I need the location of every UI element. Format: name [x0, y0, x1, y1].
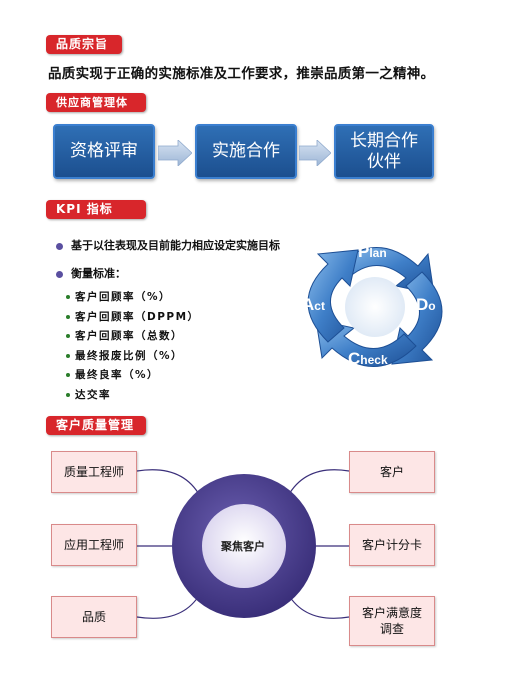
- plan-arrow: [333, 247, 435, 295]
- kpi-item-text: 最终报废比例（%）: [75, 349, 184, 362]
- flow-step-cooperation: 实施合作: [195, 124, 297, 179]
- quality-box: 品质: [51, 596, 137, 638]
- bullet-dot-icon: [66, 353, 70, 358]
- quality-statement: 品质实现于正确的实施标准及工作要求，推崇品质第一之精神。: [48, 66, 435, 82]
- list-item: 客户回顾率（DPPM）: [66, 309, 200, 329]
- bullet-dot-icon: [66, 295, 70, 299]
- kpi-item-text: 客户回顾率（%）: [75, 291, 172, 303]
- bullet-dot-icon: [66, 392, 70, 397]
- svg-text:Check: Check: [348, 349, 388, 368]
- bullet-dot-icon: [66, 314, 70, 319]
- box-label: 客户满意度: [361, 606, 422, 620]
- svg-text:Do: Do: [416, 295, 436, 314]
- bullet-dot-icon: [56, 242, 63, 250]
- customer-quality-tag: 客户质量管理: [46, 416, 146, 435]
- svg-text:Plan: Plan: [358, 242, 387, 261]
- quality-purpose-tag: 品质宗旨: [46, 35, 122, 54]
- flow-step-qualification: 资格评审: [53, 124, 155, 179]
- act-arrow: [307, 249, 359, 343]
- box-label: 客户: [379, 465, 404, 479]
- svg-text:Act: Act: [302, 295, 325, 314]
- customer-box: 客户: [349, 451, 435, 493]
- check-arrow: [315, 319, 417, 367]
- box-label: 客户计分卡: [361, 538, 422, 552]
- flow-step-label: 长期合作: [350, 130, 418, 151]
- flow-step-label: 实施合作: [212, 141, 280, 161]
- pdca-plan-rest: lan: [369, 246, 386, 260]
- bullet-dot-icon: [66, 334, 70, 339]
- quality-engineer-box: 质量工程师: [51, 451, 137, 493]
- arrow-right-icon: [158, 140, 192, 166]
- kpi-item-text: 客户回顾率（总数）: [75, 330, 183, 343]
- pdca-do-initial: D: [416, 295, 428, 314]
- pdca-act-initial: A: [302, 295, 314, 314]
- kpi-item-text: 客户回顾率（DPPM）: [75, 310, 200, 323]
- arrow-right-icon: [299, 140, 331, 166]
- application-engineer-box: 应用工程师: [51, 524, 137, 566]
- list-item: 客户回顾率（%）: [66, 289, 200, 309]
- kpi-bullet: 衡量标准：: [56, 265, 126, 281]
- pdca-act-rest: ct: [314, 299, 325, 313]
- flow-step-label: 伙伴: [367, 151, 401, 172]
- pdca-plan-initial: P: [358, 242, 369, 261]
- kpi-measure-list: 客户回顾率（%） 客户回顾率（DPPM） 客户回顾率（总数） 最终报废比例（%）…: [66, 289, 200, 407]
- customer-satisfaction-box: 客户满意度 调查: [349, 596, 435, 646]
- pdca-check-initial: C: [348, 349, 360, 368]
- box-label: 调查: [379, 622, 404, 636]
- supplier-management-tag: 供应商管理体系: [46, 93, 146, 128]
- customer-scorecard-box: 客户计分卡: [349, 524, 435, 566]
- pdca-cycle-diagram: Plan Do Check Act: [302, 242, 443, 368]
- pdca-do-rest: o: [428, 299, 435, 313]
- list-item: 达交率: [66, 387, 200, 407]
- hub-label: 聚焦客户: [221, 540, 265, 553]
- flow-step-partner: 长期合作 伙伴: [334, 124, 434, 179]
- kpi-item-text: 最终良率（%）: [75, 369, 160, 382]
- list-item: 客户回顾率（总数）: [66, 328, 200, 348]
- list-item: 最终报废比例（%）: [66, 348, 200, 368]
- customer-focus-hub: [136, 469, 350, 619]
- box-label: 品质: [81, 610, 106, 624]
- box-label: 质量工程师: [63, 465, 124, 479]
- list-item: 最终良率（%）: [66, 367, 200, 387]
- kpi-bullet-text: 基于以往表现及目前能力相应设定实施目标: [71, 239, 280, 252]
- flow-step-label: 资格评审: [70, 141, 138, 161]
- box-label: 应用工程师: [63, 538, 124, 552]
- bullet-dot-icon: [66, 373, 70, 378]
- kpi-bullet: 基于以往表现及目前能力相应设定实施目标: [56, 237, 280, 253]
- bullet-dot-icon: [56, 270, 63, 278]
- pdca-check-rest: heck: [360, 353, 388, 367]
- kpi-item-text: 达交率: [75, 388, 111, 401]
- kpi-bullet-text: 衡量标准：: [71, 267, 126, 280]
- kpi-tag: KPI 指标: [46, 200, 146, 219]
